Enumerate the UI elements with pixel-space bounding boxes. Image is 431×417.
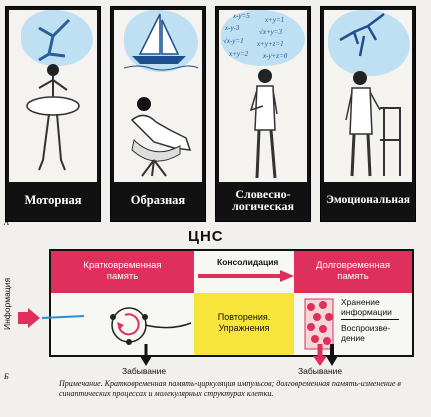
- sailboat-and-woman-figure: [123, 13, 199, 177]
- short-term-memory-block: [51, 251, 194, 293]
- storage-divider: [341, 319, 399, 320]
- formula: x-y+z=0: [263, 52, 288, 60]
- footnote: Примечание. Кратковременная память-цирку…: [59, 379, 431, 399]
- panel-emotional-illustration: [324, 10, 412, 182]
- panel-emotional: Эмоциональная: [320, 6, 416, 222]
- thought-cloud: [328, 10, 410, 76]
- panel-motor-illustration: [9, 10, 97, 182]
- section-label-a: А: [4, 218, 9, 227]
- input-arrow: [18, 308, 85, 328]
- storage-label: Хранение информации: [341, 297, 392, 317]
- formula: x+y=2: [229, 50, 249, 58]
- panel-motor-caption: Моторная: [24, 193, 82, 207]
- repetition-block: [194, 293, 294, 355]
- dancer-figure: [26, 18, 80, 171]
- footnote-text: Кратковременная память-циркуляция импуль…: [59, 379, 401, 398]
- emotional-man-figure: [339, 13, 401, 177]
- panel-emotional-caption: Эмоциональная: [326, 194, 410, 206]
- forgetting-arrow-right: [313, 344, 338, 366]
- consolidation-arrow: [198, 270, 294, 282]
- thought-cloud: [221, 10, 305, 66]
- consolidation-label: Консолидация: [217, 257, 279, 267]
- formula: x-y=5: [233, 12, 250, 20]
- panel-verbal-logical: x-y=5 x+y=1 x-y-3 √x+y=3 √x-y=1 x+y+z=1 …: [215, 6, 311, 222]
- cns-frame: Кратковременная память Долговременная па…: [49, 249, 414, 357]
- input-label: Информация: [2, 277, 12, 330]
- formula: √x+y=3: [259, 28, 283, 36]
- forgetting-label-right: Забывание: [298, 366, 343, 376]
- short-term-memory-label: Кратковременная память: [83, 260, 162, 282]
- panel-motor: Моторная: [5, 6, 101, 222]
- panel-imaginative: Образная: [110, 6, 206, 222]
- panel-imaginative-caption: Образная: [130, 193, 186, 207]
- formula: x-y-3: [225, 24, 240, 32]
- formula: x+y=1: [265, 16, 285, 24]
- molecular-structure-icon: [304, 298, 334, 350]
- long-term-memory-label: Долговременная память: [315, 260, 391, 282]
- panel-imaginative-illustration: [114, 10, 202, 182]
- long-term-memory-block: [294, 251, 412, 293]
- thought-cloud: [21, 10, 93, 66]
- footnote-prefix: Примечание.: [59, 379, 103, 388]
- diagram-title: ЦНС: [188, 228, 224, 245]
- forgetting-arrow-left: [140, 344, 152, 366]
- panel-verbal-logical-illustration: x-y=5 x+y=1 x-y-3 √x+y=3 √x-y=1 x+y+z=1 …: [219, 10, 307, 182]
- thinking-man-figure: [249, 69, 278, 179]
- formula: √x-y=1: [223, 37, 244, 45]
- repetition-label: Повторения. Упражнения: [217, 312, 271, 333]
- formula: x+y+z=1: [257, 40, 284, 48]
- section-label-b: Б: [4, 372, 9, 381]
- recall-label: Воспроизве- дение: [341, 323, 391, 343]
- panel-verbal-logical-caption: Словесно- логическая: [232, 187, 294, 213]
- neuron-loop-icon: [110, 307, 192, 345]
- forgetting-label-left: Забывание: [122, 366, 167, 376]
